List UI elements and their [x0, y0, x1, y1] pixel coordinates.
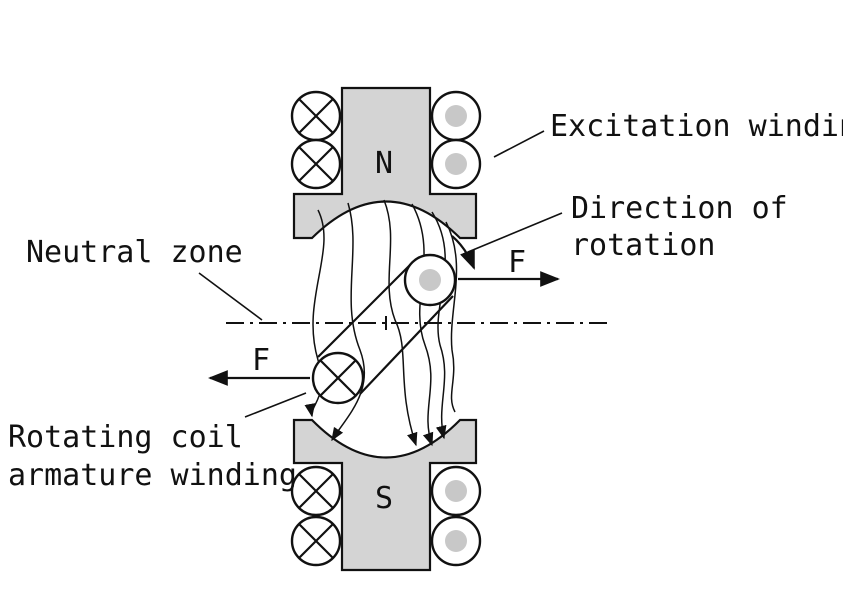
excitation-coil-north-right-lower: [430, 138, 482, 190]
rotation-arrow: [451, 235, 476, 270]
excitation-coil-south-left-lower: [290, 515, 342, 567]
force-label-right: F: [508, 245, 526, 280]
excitation-coil-north-left-lower: [290, 138, 342, 190]
magnetic-field-lines: [304, 199, 458, 447]
rotating-coil-label-line2: armature winding: [8, 458, 297, 493]
south-pole-label: S: [375, 481, 393, 516]
excitation-coil-north-left-upper: [290, 90, 342, 142]
north-pole: [292, 86, 478, 240]
armature-coil: [311, 253, 457, 405]
leader-lines: [198, 130, 563, 418]
neutral-zone-line: [226, 316, 612, 330]
direction-of-rotation-label-line2: rotation: [571, 228, 716, 263]
excitation-coil-south-right-upper: [430, 465, 482, 517]
neutral-zone-label: Neutral zone: [26, 235, 243, 270]
excitation-coil-south-right-lower: [430, 515, 482, 567]
force-label-left: F: [252, 343, 270, 378]
excitation-coil-south-left-upper: [290, 465, 342, 517]
rotating-coil-label-line1: Rotating coil: [8, 420, 243, 455]
direction-of-rotation-label-line1: Direction of: [571, 191, 788, 226]
excitation-coil-north-right-upper: [430, 90, 482, 142]
north-pole-label: N: [375, 146, 393, 181]
excitation-winding-label: Excitation winding: [550, 109, 843, 144]
